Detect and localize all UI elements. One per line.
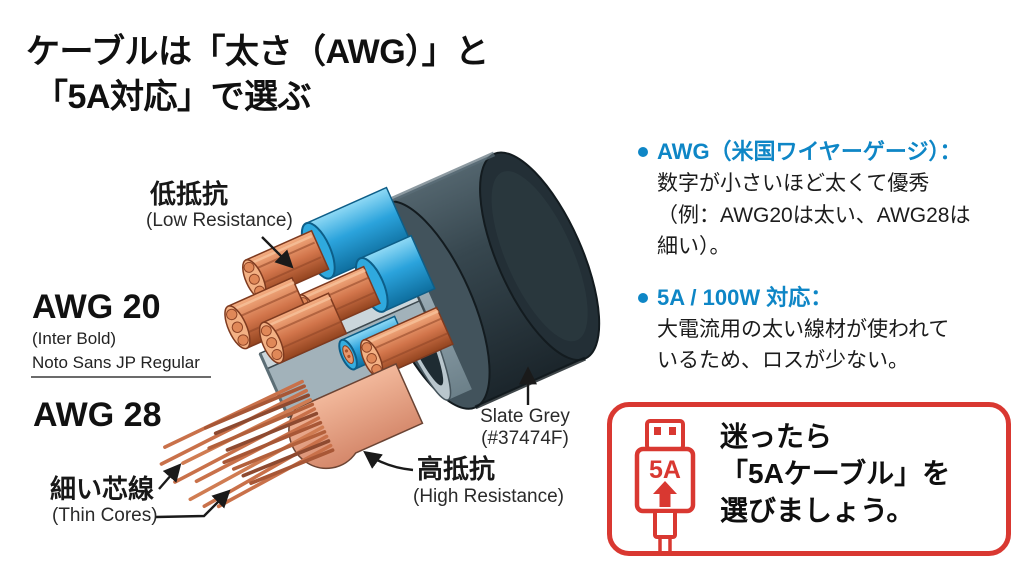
cable-jacket [369, 151, 601, 410]
label-thin-cores-jp: 細い芯線 [50, 474, 155, 504]
label-awg20-sub1: (Inter Bold) [32, 329, 117, 348]
usb-plug-5a-icon: 5A [634, 419, 696, 552]
recommendation-text: 迷ったら 「5Aケーブル」を 選びましょう。 [720, 421, 951, 526]
notes-panel: AWG（米国ワイヤーゲージ）： 数字が小さいほど太くて優秀 （例：AWG20は太… [638, 138, 1020, 398]
copper-bundle-from-tube1 [242, 229, 330, 300]
label-low-resistance-en: (Low Resistance) [146, 210, 293, 231]
blue-wire-small [338, 315, 409, 371]
note-awg: AWG（米国ワイヤーゲージ）： 数字が小さいほど太くて優秀 （例：AWG20は太… [638, 138, 1020, 263]
label-awg20-block: AWG 20 (Inter Bold) Noto Sans JP Regular [32, 288, 200, 374]
copper-bundle-bare-lower [258, 292, 348, 364]
label-slate-grey-line2: (#37474F) [481, 428, 569, 449]
up-arrow-icon [653, 481, 677, 507]
note-5a-heading: 5A / 100W 対応： [657, 284, 833, 310]
arrow-low-resistance [261, 236, 294, 269]
blue-wire-thick-2 [355, 234, 436, 313]
cable-inner-sheath [368, 217, 472, 401]
copper-bundle-bare-left [224, 276, 312, 350]
copper-bundle-from-tube2 [296, 265, 381, 333]
note-5a: 5A / 100W 対応： 大電流用の太い線材が使われて いるため、ロスが少ない… [638, 284, 1020, 377]
page-title: ケーブルは「太さ（AWG）」と 「5A対応」で選ぶ [26, 30, 489, 120]
page-title-line1: ケーブルは「太さ（AWG）」と [26, 33, 489, 71]
recommendation-card: 5A 迷ったら 「5Aケーブル」を 選びましょう。 [607, 402, 1011, 556]
arrow-thin-cores-1 [158, 463, 182, 490]
blue-wire-thick-1 [300, 186, 412, 280]
arrow-high-resistance [363, 450, 414, 472]
page-title-line2: 「5A対応」で選ぶ [34, 78, 311, 116]
label-high-resistance-en: (High Resistance) [413, 486, 564, 507]
note-awg-body: 数字が小さいほど太くて優秀 （例：AWG20は太い、AWG28は 細い）。 [657, 172, 971, 258]
label-slate-grey-line1: Slate Grey [480, 406, 570, 427]
filler-block [258, 284, 442, 419]
label-high-resistance-jp: 高抵抗 [417, 454, 496, 484]
bullet-dot-icon [638, 147, 648, 157]
plug-5a-label: 5A [649, 456, 681, 484]
label-slate-grey: Slate Grey (#37474F) [462, 406, 588, 450]
label-awg20-sub2: Noto Sans JP Regular [32, 353, 200, 372]
thin-core-block [288, 362, 424, 470]
bullet-dot-icon [638, 292, 648, 303]
note-awg-heading: AWG（米国ワイヤーゲージ）： [657, 139, 962, 164]
label-awg28: AWG 28 [33, 396, 162, 434]
label-thin-cores-en: (Thin Cores) [52, 505, 158, 526]
note-5a-body: 大電流用の太い線材が使われて いるため、ロスが少ない。 [657, 317, 950, 373]
label-low-resistance-jp: 低抵抗 [150, 179, 229, 209]
label-awg20: AWG 20 [32, 288, 161, 326]
thin-core-wires [159, 379, 335, 509]
copper-bundle-bottom [359, 306, 454, 378]
arrow-thin-cores-2 [155, 489, 231, 519]
